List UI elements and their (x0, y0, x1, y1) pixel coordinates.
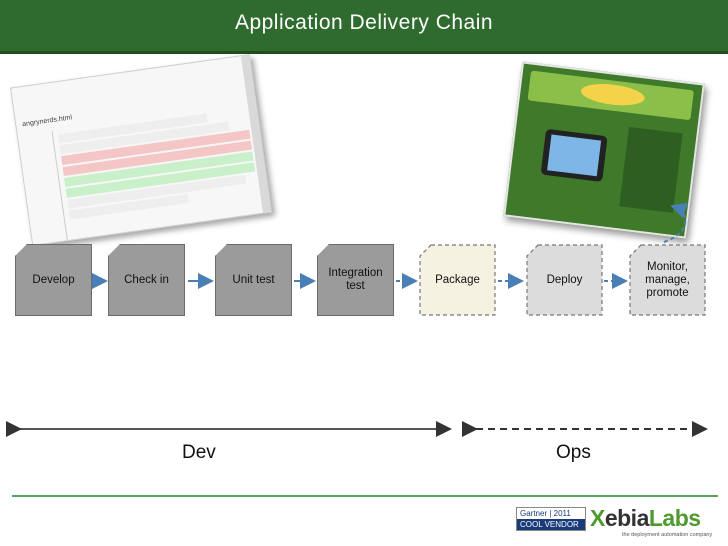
xebialabs-logo: XebiaLabs (590, 505, 701, 532)
step-deploy: Deploy (526, 244, 603, 316)
arrow-monitor-app (663, 202, 688, 243)
step-develop: Develop (15, 244, 92, 316)
step-label: Deploy (546, 273, 583, 286)
gartner-badge: Gartner | 2011 COOL VENDOR (516, 507, 586, 531)
step-label: Develop (32, 273, 75, 286)
step-label: Check in (124, 273, 169, 286)
logo-labs: Labs (648, 505, 701, 531)
step-package: Package (419, 244, 496, 316)
logo-mid: ebia (604, 505, 650, 531)
gartner-badge-bottom: COOL VENDOR (517, 519, 585, 530)
step-outline (629, 244, 706, 316)
step-outline (526, 244, 603, 316)
logo-x: X (590, 505, 605, 531)
step-monitor-manage-promote: Monitor, manage, promote (629, 244, 706, 316)
page-title: Application Delivery Chain (234, 11, 494, 34)
step-integration-test: Integration test (317, 244, 394, 316)
step-outline (419, 244, 496, 316)
logo-tagline: the deployment automation company (622, 532, 713, 538)
step-label: Monitor, manage, promote (645, 260, 690, 299)
phase-label-dev: Dev (182, 442, 216, 463)
step-unit-test: Unit test (215, 244, 292, 316)
phase-label-ops: Ops (556, 442, 591, 463)
gartner-badge-top: Gartner | 2011 (517, 508, 585, 519)
step-label: Package (435, 273, 480, 286)
step-label: Unit test (232, 273, 275, 286)
step-label: Integration test (328, 267, 383, 292)
step-check-in: Check in (108, 244, 185, 316)
title-bar: Application Delivery Chain (0, 0, 728, 54)
footer-divider (12, 495, 718, 497)
